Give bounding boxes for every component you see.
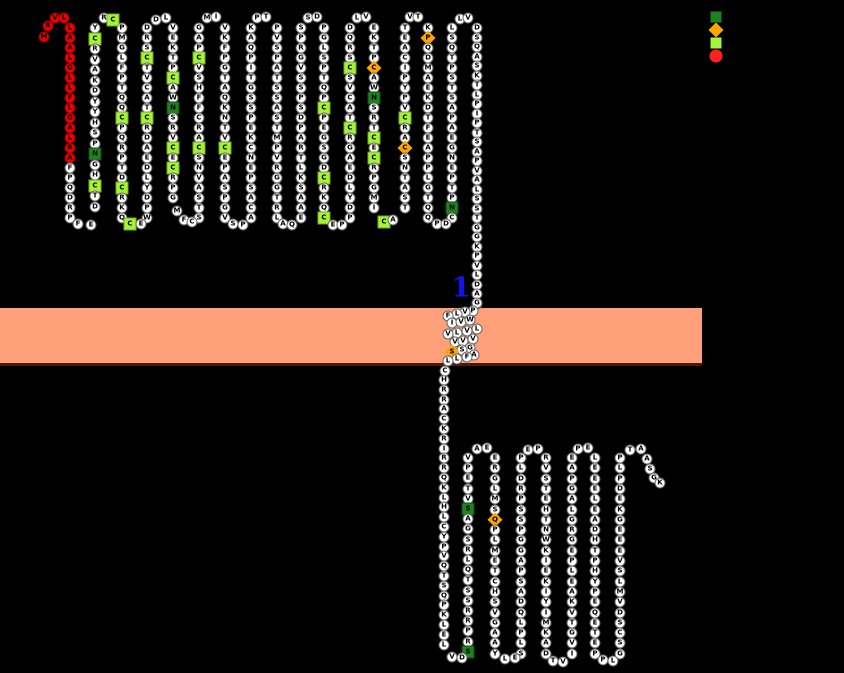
residue-bead[interactable]: E: [582, 442, 594, 454]
residue-bead[interactable]: G: [614, 648, 626, 660]
residue-bead[interactable]: Y: [489, 648, 501, 660]
residue-bead[interactable]: C: [446, 212, 458, 224]
residue-bead[interactable]: C: [106, 13, 120, 27]
residue-bead[interactable]: D: [311, 11, 323, 23]
residue-bead[interactable]: V: [557, 656, 569, 668]
residue-bead[interactable]: I: [368, 202, 380, 214]
residue-bead[interactable]: V: [219, 212, 231, 224]
residue-bead[interactable]: V: [360, 11, 372, 23]
residue-bead[interactable]: F: [72, 218, 84, 230]
residue-bead[interactable]: D: [89, 201, 101, 212]
residue-bead[interactable]: F: [461, 351, 473, 363]
residue-bead[interactable]: W: [464, 314, 476, 326]
residue-bead[interactable]: Y: [89, 106, 101, 118]
residue-bead[interactable]: V: [462, 12, 474, 24]
residue-bead[interactable]: Y: [89, 96, 101, 107]
residue-bead[interactable]: A: [245, 212, 257, 224]
residue-bead[interactable]: V: [442, 328, 454, 340]
residue-bead[interactable]: R: [89, 43, 101, 55]
legend-orange-diamond-icon: [708, 22, 724, 38]
residue-bead[interactable]: A: [635, 443, 647, 455]
residue-bead[interactable]: I: [566, 648, 578, 660]
residue-bead[interactable]: T: [260, 11, 272, 23]
residue-bead[interactable]: D: [89, 85, 101, 97]
residue-bead[interactable]: T: [412, 11, 424, 23]
legend-dark-green-square-icon: [710, 11, 722, 23]
residue-bead[interactable]: N: [166, 101, 180, 115]
residue-bead[interactable]: P: [64, 212, 76, 224]
residue-bead[interactable]: L: [607, 655, 619, 667]
residue-bead[interactable]: Q: [487, 512, 503, 528]
residue-bead[interactable]: R: [42, 20, 54, 32]
residue-bead[interactable]: V: [89, 54, 101, 65]
residue-bead[interactable]: D: [456, 652, 468, 664]
residue-bead[interactable]: E: [509, 652, 521, 664]
residue-bead[interactable]: S: [89, 127, 101, 139]
residue-bead[interactable]: M: [171, 205, 183, 217]
residue-bead[interactable]: C: [140, 51, 154, 65]
residue-bead[interactable]: D: [440, 218, 452, 230]
residue-bead[interactable]: C: [317, 211, 331, 225]
residue-bead[interactable]: G: [167, 192, 179, 204]
residue-bead[interactable]: C: [397, 140, 413, 156]
residue-bead[interactable]: C: [439, 365, 451, 377]
residue-bead[interactable]: T: [399, 202, 411, 214]
residue-bead[interactable]: M: [38, 31, 50, 43]
residue-bead[interactable]: P: [336, 219, 348, 231]
residue-bead[interactable]: E: [295, 212, 307, 224]
residue-bead[interactable]: T: [89, 190, 101, 202]
residue-bead[interactable]: E: [85, 219, 97, 231]
residue-bead[interactable]: I: [210, 11, 222, 23]
residue-bead[interactable]: P: [344, 212, 356, 224]
residue-bead[interactable]: K: [654, 477, 666, 489]
residue-bead[interactable]: L: [271, 212, 283, 224]
legend-light-green-square-icon: [710, 37, 722, 49]
residue-bead[interactable]: L: [160, 12, 172, 24]
residue-bead[interactable]: L: [58, 12, 70, 24]
residue-bead[interactable]: P: [532, 443, 544, 455]
residue-bead[interactable]: E: [135, 218, 147, 230]
residue-bead[interactable]: W: [141, 212, 153, 224]
residue-bead[interactable]: Q: [286, 219, 298, 231]
tm-start-position-label: 1: [451, 272, 471, 304]
residue-bead[interactable]: K: [89, 75, 101, 86]
residue-bead[interactable]: A: [387, 214, 399, 226]
residue-bead[interactable]: P: [420, 30, 436, 46]
residue-bead[interactable]: D: [540, 648, 552, 660]
residue-bead[interactable]: E: [481, 442, 493, 454]
residue-bead[interactable]: H: [89, 117, 101, 128]
residue-bead[interactable]: C: [186, 216, 198, 228]
residue-bead[interactable]: S: [461, 502, 475, 516]
legend-red-circle-icon: [709, 49, 723, 63]
residue-bead[interactable]: T: [624, 444, 636, 456]
residue-bead[interactable]: A: [89, 64, 101, 76]
membrane-band: [0, 308, 702, 366]
residue-bead[interactable]: Q: [422, 212, 434, 224]
residue-bead[interactable]: P: [589, 648, 601, 660]
residue-bead[interactable]: C: [123, 217, 137, 231]
residue-bead[interactable]: G: [89, 159, 101, 170]
residue-bead[interactable]: L: [438, 639, 450, 651]
residue-bead[interactable]: C: [366, 60, 382, 76]
residue-bead[interactable]: P: [237, 219, 249, 231]
